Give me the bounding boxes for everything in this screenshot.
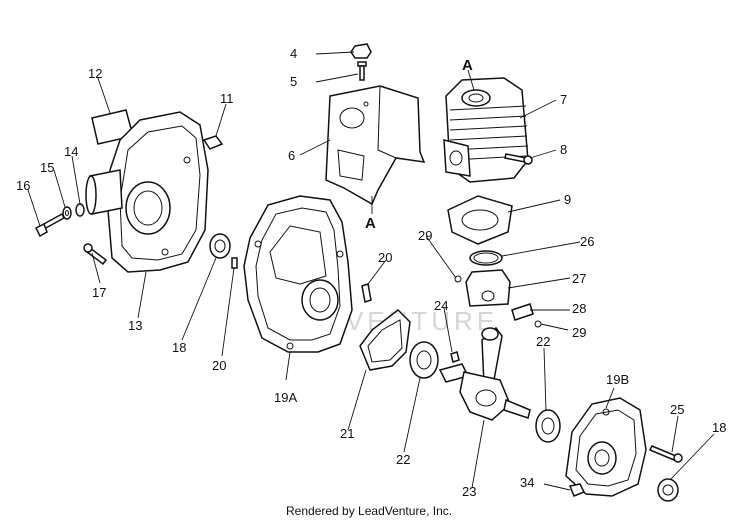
callout-15: 15 [40,160,54,175]
callout-labels: 4 5 6 7 8 9 11 12 13 14 15 16 17 18 18 1… [16,46,726,499]
callout-29-right: 29 [572,325,586,340]
callout-8: 8 [560,142,567,157]
part-5-screw [357,61,367,81]
part-22-bearing-left [409,341,439,379]
callout-27: 27 [572,271,586,286]
callout-13: 13 [128,318,142,333]
callout-18-left: 18 [172,340,186,355]
part-4-nut [350,43,372,59]
part-29-clip-right [534,320,542,328]
part-20-pin-right [361,283,372,303]
callout-19b: 19B [606,372,629,387]
part-11-key [202,135,224,150]
part-14-washer [75,203,85,217]
part-17-bolt [83,243,108,266]
leader-lines [27,51,715,491]
callout-26: 26 [580,234,594,249]
callout-28: 28 [572,301,586,316]
callout-29-left: 29 [418,228,432,243]
callout-22-right: 22 [536,334,550,349]
callout-24: 24 [434,298,448,313]
part-23-crankshaft [438,326,531,421]
callout-25: 25 [670,402,684,417]
part-27-piston [465,269,511,307]
callout-20-right: 20 [378,250,392,265]
callout-4: 4 [290,46,297,61]
callout-16: 16 [16,178,30,193]
part-13-starter-housing [85,111,209,273]
part-16-bolt [34,212,65,238]
part-7-cylinder [443,77,529,183]
part-9-gasket [447,195,513,245]
callout-7: 7 [560,92,567,107]
callout-34: 34 [520,475,534,490]
part-34-nut [568,483,586,497]
part-19b-crankcase [565,397,647,497]
part-26-piston-ring [469,250,503,266]
footer-credit: Rendered by LeadVenture, Inc. [286,504,452,518]
callout-17: 17 [92,285,106,300]
callout-19a: 19A [274,390,297,405]
part-20-pin-left [231,257,238,269]
callout-14: 14 [64,144,78,159]
part-18-seal-right [657,478,679,502]
part-24-key [450,351,460,363]
marker-a-bottom: A [365,215,376,232]
part-25-bolt [648,445,683,463]
part-29-clip-left [454,275,462,283]
callout-20-left: 20 [212,358,226,373]
marker-a-top: A [462,57,473,74]
callout-23: 23 [462,484,476,499]
part-19a-crankcase [243,195,353,353]
part-21-gasket [359,309,411,371]
callout-18-right: 18 [712,420,726,435]
part-6-shroud [325,85,426,206]
callout-11: 11 [220,91,234,106]
part-15-washer [62,206,72,220]
callout-12: 12 [88,66,102,81]
callout-6: 6 [288,148,295,163]
part-28-wrist-pin [511,303,534,321]
callout-22-left: 22 [396,452,410,467]
callout-5: 5 [290,74,297,89]
callout-21: 21 [340,426,354,441]
part-22-bearing-right [535,409,561,443]
callout-9: 9 [564,192,571,207]
part-18-bearing-left [209,233,231,259]
